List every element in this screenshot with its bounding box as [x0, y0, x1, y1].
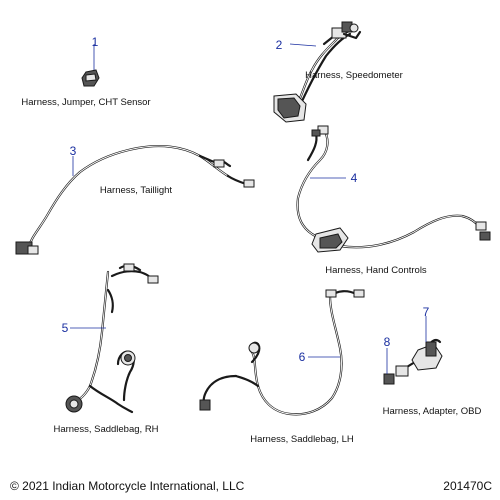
part-label-cht-jumper: Harness, Jumper, CHT Sensor [21, 97, 150, 108]
callout-number-4: 4 [351, 171, 358, 185]
callout-leader-2 [289, 43, 317, 47]
part-label-taillight: Harness, Taillight [100, 185, 173, 196]
hand-controls-harness: 4 Harness, Hand Controls [296, 125, 491, 276]
callout-number-3: 3 [70, 144, 77, 158]
taillight-harness: 3 Harness, Taillight [15, 144, 255, 255]
callout-number-2: 2 [276, 38, 283, 52]
obd-adapter-harness: 7 8 Harness, Adapter, OBD [383, 305, 482, 417]
callout-number-1: 1 [92, 35, 99, 49]
speedometer-harness: 2 Harness, Speedometer [273, 21, 403, 123]
part-label-obd-adapter: Harness, Adapter, OBD [383, 406, 482, 417]
callout-number-5: 5 [62, 321, 69, 335]
copyright-text: © 2021 Indian Motorcycle International, … [10, 479, 245, 493]
callout-number-8: 8 [384, 335, 391, 349]
part-label-hand-controls: Harness, Hand Controls [325, 265, 427, 276]
cht-jumper-harness: 1 Harness, Jumper, CHT Sensor [21, 35, 150, 108]
part-label-speedometer: Harness, Speedometer [305, 70, 403, 81]
callout-number-6: 6 [299, 350, 306, 364]
part-label-saddlebag-lh: Harness, Saddlebag, LH [250, 434, 354, 445]
saddlebag-lh-harness: 6 Harness, Saddlebag, LH [199, 289, 365, 445]
callout-number-7: 7 [423, 305, 430, 319]
part-label-saddlebag-rh: Harness, Saddlebag, RH [53, 424, 158, 435]
figure-id: 201470C [443, 479, 492, 493]
saddlebag-rh-harness: 5 Harness, Saddlebag, RH [53, 263, 159, 435]
